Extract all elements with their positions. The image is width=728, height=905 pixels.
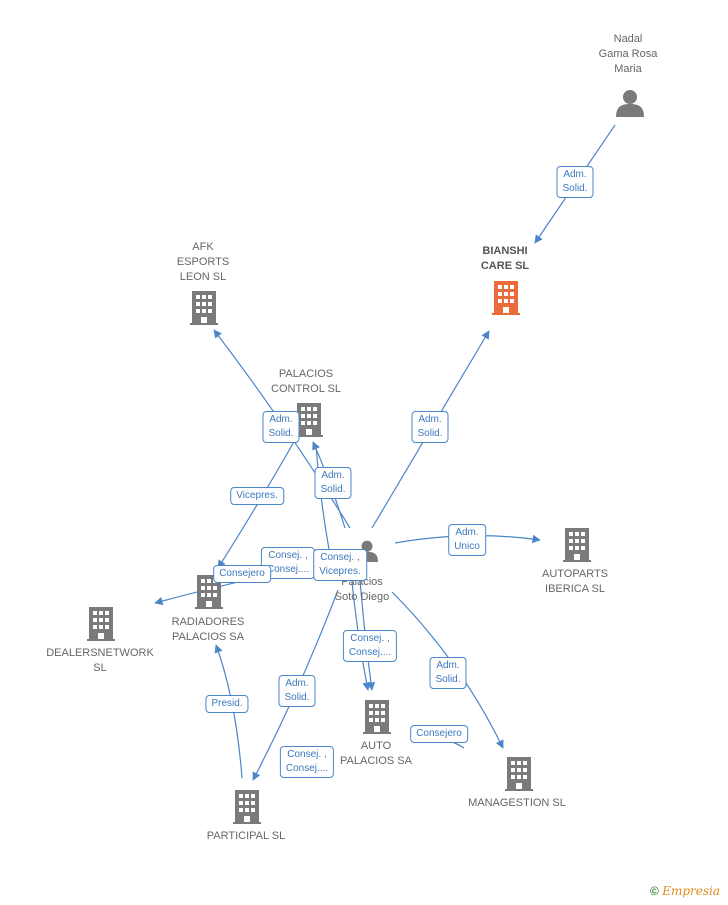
- edges: [154, 124, 616, 781]
- edge-label-soto-managestion: Adm. Solid.: [429, 657, 467, 689]
- edge-label-soto-control: Adm. Solid.: [314, 467, 352, 499]
- building-icon: [563, 528, 591, 562]
- node-autoparts-label[interactable]: AUTOPARTS IBERICA SL: [541, 568, 609, 595]
- edge-label-soto-autoparts: Adm. Unico: [448, 524, 486, 556]
- node-bianshi-label[interactable]: BIANSHI CARE SL: [480, 245, 530, 272]
- node-radiadores-label[interactable]: RADIADORES PALACIOS SA: [171, 616, 245, 643]
- person-icon: [616, 90, 644, 117]
- edge-control-self: [315, 444, 331, 556]
- building-icon: [505, 757, 533, 791]
- node-managestion-label[interactable]: MANAGESTION SL: [468, 797, 566, 809]
- edge-control-radiadores: [217, 439, 296, 569]
- node-icons: [87, 90, 644, 824]
- edge-label-participal-consej: Consej. , Consej....: [279, 746, 335, 778]
- edge-label-consej-vicepres: Consej. , Vicepres.: [313, 549, 367, 581]
- brand-logo: Empresia: [662, 884, 720, 898]
- edge-label-soto-auto-palacios: Consej. , Consej....: [342, 630, 398, 662]
- node-auto-palacios-label[interactable]: AUTO PALACIOS SA: [340, 740, 412, 767]
- node-nadal-label[interactable]: Nadal Gama Rosa Maria: [598, 33, 658, 75]
- node-afk-label[interactable]: AFK ESPORTS LEON SL: [176, 241, 230, 283]
- edge-label-participal-radiadores: Presid.: [205, 695, 249, 713]
- edge-label-soto-participal: Adm. Solid.: [278, 675, 316, 707]
- edge-label-nadal-bianshi: Adm. Solid.: [556, 166, 594, 198]
- edge-label-soto-bianshi: Adm. Solid.: [411, 411, 449, 443]
- node-dealers-label[interactable]: DEALERSNETWORK SL: [46, 647, 154, 674]
- building-icon: [492, 281, 520, 315]
- edge-label-soto-afk: Adm. Solid.: [262, 411, 300, 443]
- copyright-icon: ©: [650, 884, 659, 898]
- node-participal-label[interactable]: PARTICIPAL SL: [206, 830, 286, 842]
- building-icon: [363, 700, 391, 734]
- building-icon: [190, 291, 218, 325]
- node-palacios-control-label[interactable]: PALACIOS CONTROL SL: [271, 368, 341, 395]
- edge-label-consejero-dealers: Consejero: [213, 565, 271, 583]
- empresia-watermark: © Empresia: [650, 884, 720, 898]
- edge-label-consejero-managestion: Consejero: [410, 725, 468, 743]
- building-icon: [87, 607, 115, 641]
- building-icon: [233, 790, 261, 824]
- edge-label-vicepres: Vicepres.: [230, 487, 284, 505]
